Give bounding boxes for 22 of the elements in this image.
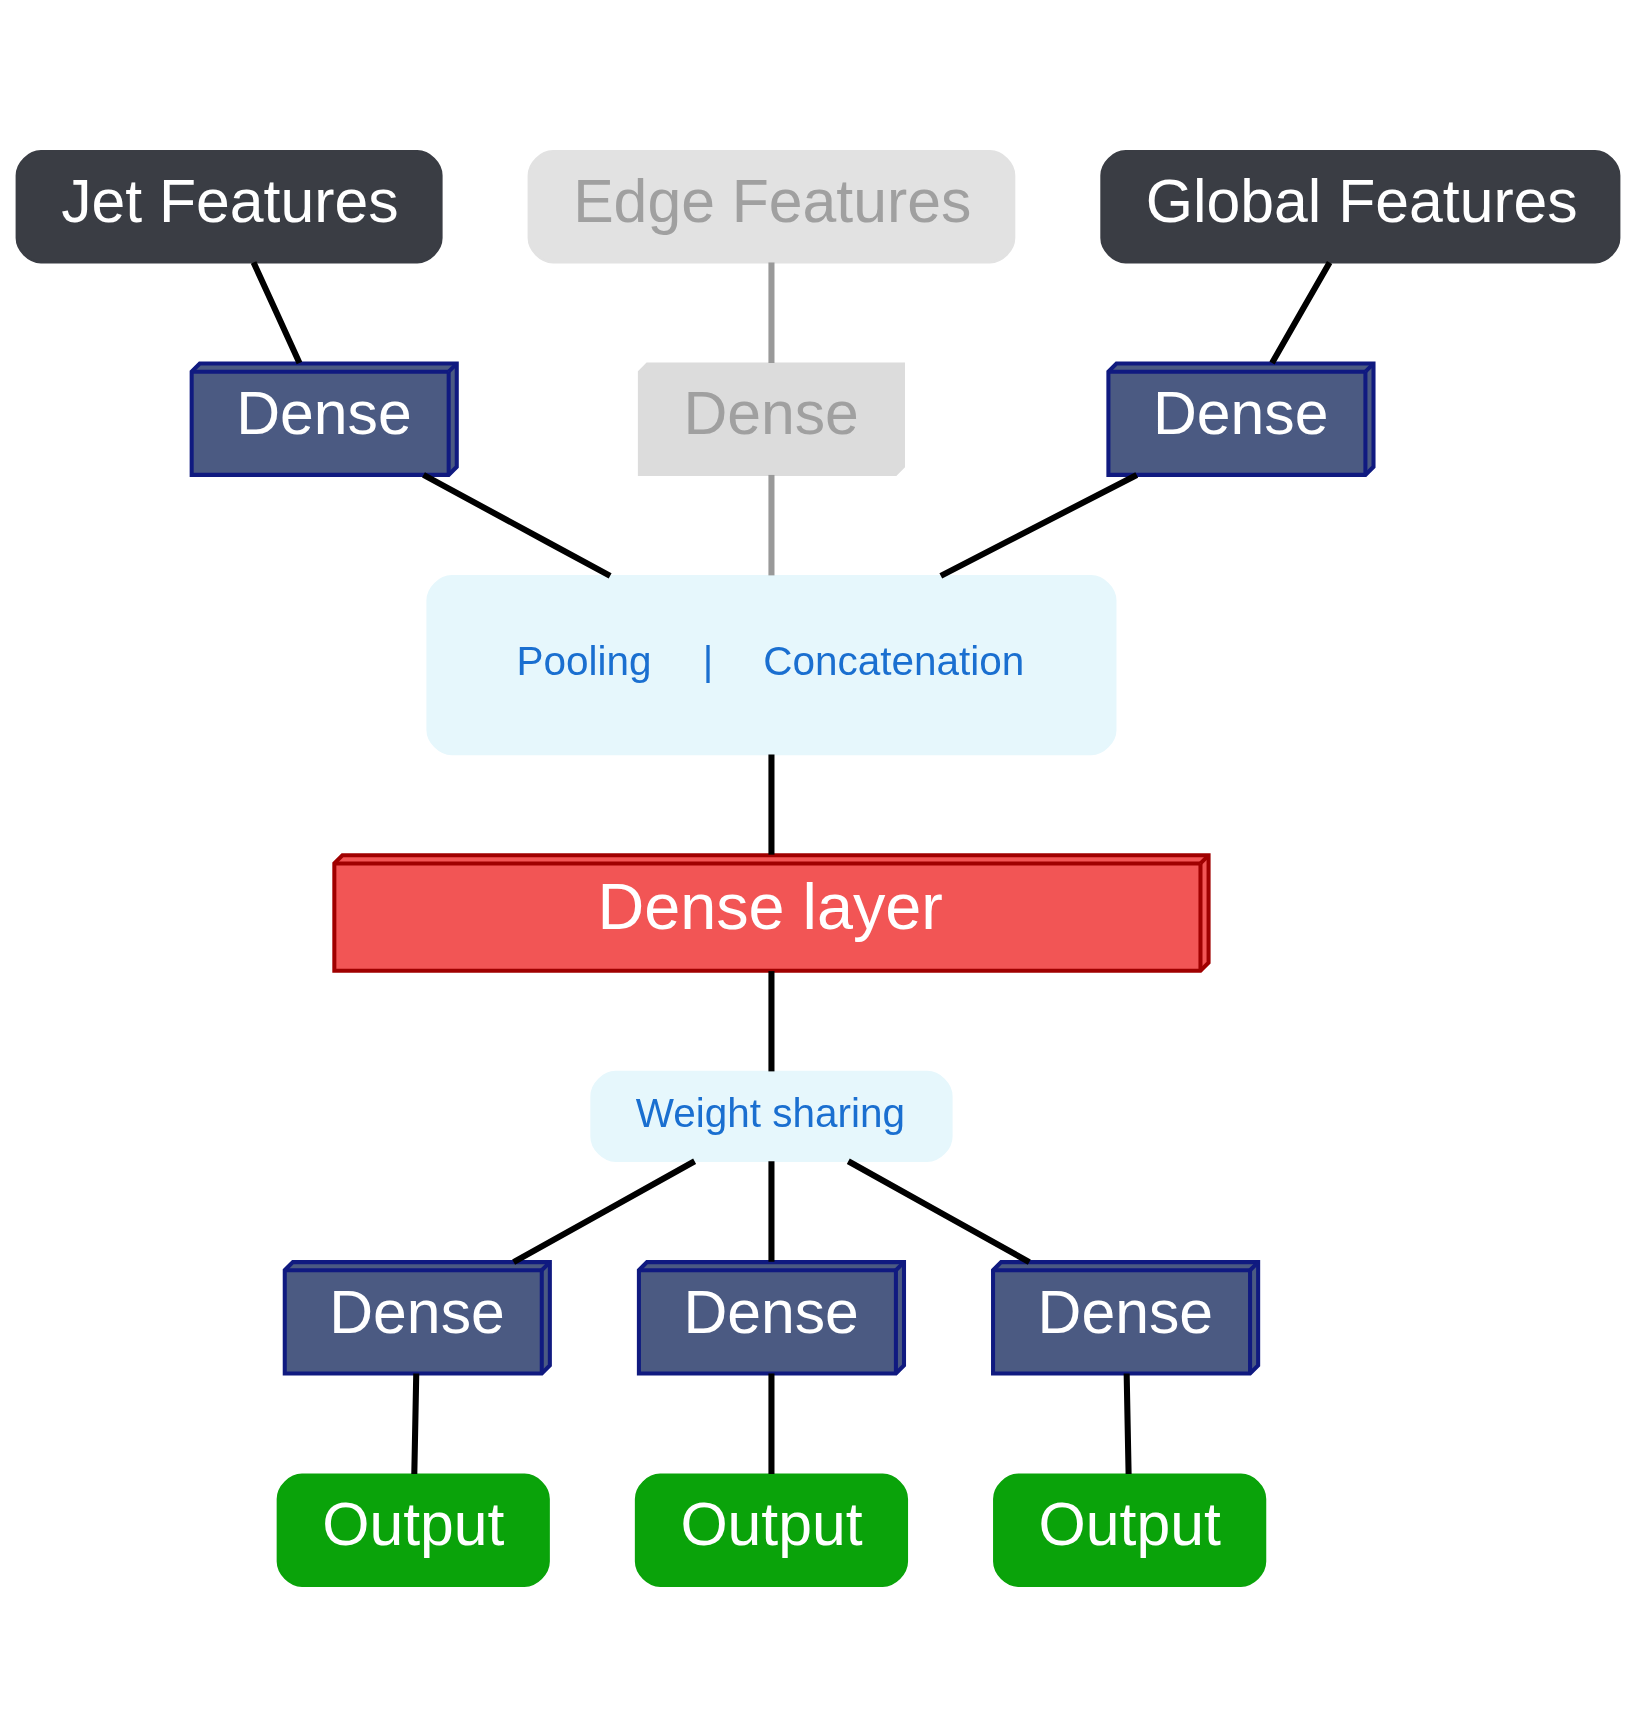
node-box: Global Features (1100, 149, 1621, 263)
connector (422, 471, 612, 578)
connector (846, 1158, 1031, 1265)
connector (411, 1372, 420, 1474)
node-box: Output (634, 1473, 909, 1587)
connector (768, 754, 775, 855)
connector (1269, 260, 1333, 364)
node-box: Output (993, 1473, 1267, 1587)
connector (768, 261, 775, 363)
connector (768, 1160, 775, 1262)
node-box: Edge Features (527, 149, 1016, 263)
connector (768, 1373, 775, 1474)
connector (939, 471, 1139, 579)
node-box: Weight sharing (590, 1070, 953, 1162)
connector (768, 474, 775, 575)
connector (1123, 1372, 1132, 1474)
node-box: Output (276, 1473, 550, 1587)
node-box: Pooling | Concatenation (426, 574, 1117, 755)
node-box: Jet Features (15, 149, 443, 263)
connector (768, 970, 775, 1071)
connector (512, 1158, 697, 1265)
connector (250, 260, 303, 364)
